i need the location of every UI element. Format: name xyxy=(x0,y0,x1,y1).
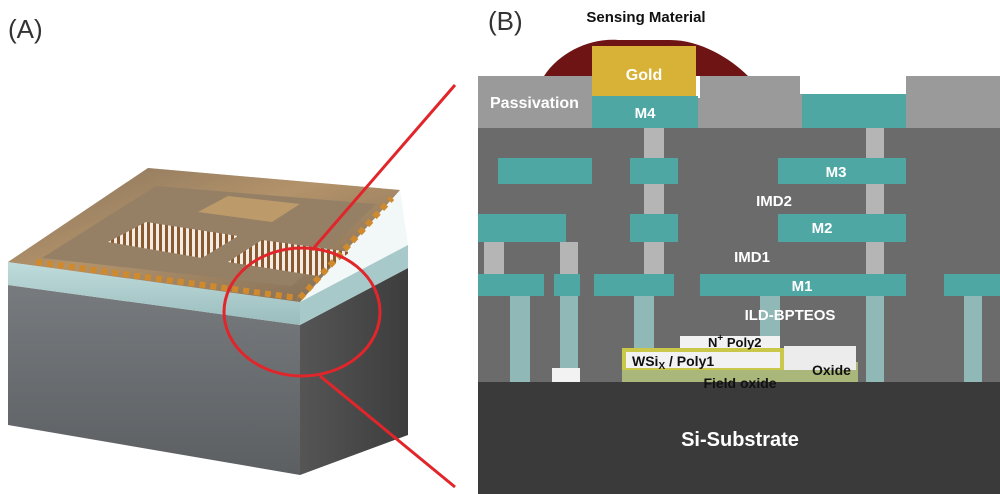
contact-5 xyxy=(866,296,884,382)
imd2-label: IMD2 xyxy=(756,193,792,210)
via-m2-m1-a xyxy=(484,242,504,274)
m1-segment-1 xyxy=(478,274,544,296)
m3-label: M3 xyxy=(826,164,847,181)
panel-a-label: (A) xyxy=(8,14,43,44)
m3-segment-1 xyxy=(498,158,592,184)
oxide-label: Oxide xyxy=(812,362,851,378)
circuit-block xyxy=(198,196,300,222)
panel-b-label: (B) xyxy=(488,6,523,36)
contact-6 xyxy=(964,296,982,382)
m2-segment-1 xyxy=(478,214,566,242)
wsix-sub: X xyxy=(658,361,665,372)
sensing-material-label: Sensing Material xyxy=(586,9,705,26)
callout-line-bottom xyxy=(319,374,456,489)
glass-layer-front xyxy=(8,262,300,325)
via-m2-m1-b xyxy=(560,242,578,274)
gold-label: Gold xyxy=(626,67,662,84)
contact-1 xyxy=(510,296,530,382)
passivation-label: Passivation xyxy=(490,95,579,112)
callout-ellipse xyxy=(222,246,382,378)
via-m2-m1-d xyxy=(866,242,884,274)
m4-label: M4 xyxy=(635,105,656,122)
si-substrate xyxy=(478,382,1000,494)
callout-line-top xyxy=(310,84,457,251)
chip-block-side xyxy=(300,268,408,475)
m1-segment-3 xyxy=(594,274,674,296)
m1-segment-4 xyxy=(700,274,906,296)
m3-segment-3 xyxy=(778,158,906,184)
substrate-label: Si-Substrate xyxy=(681,429,799,451)
contact-2 xyxy=(560,296,578,368)
m1-segment-2 xyxy=(554,274,580,296)
m2-segment-3 xyxy=(778,214,906,242)
n-plus-poly2 xyxy=(680,336,780,348)
poly2-suffix: Poly2 xyxy=(723,335,761,350)
via-m2-m1-c xyxy=(644,242,664,274)
m2-label: M2 xyxy=(812,220,833,237)
passivation-recess-mid xyxy=(800,76,906,94)
chip-pad-row xyxy=(35,259,299,301)
contact-3 xyxy=(634,296,654,350)
glass-layer-side xyxy=(300,245,408,325)
field-oxide-label: Field oxide xyxy=(703,375,776,391)
via-m3-m2-left xyxy=(644,184,664,214)
contact-4 xyxy=(760,296,780,338)
m3-segment-2 xyxy=(630,158,678,184)
poly2-label: N+ Poly2 xyxy=(708,333,762,350)
panel-b-cross-section: (B) xyxy=(478,6,1000,494)
imd1-label: IMD1 xyxy=(734,249,770,266)
via-m4-m3-left xyxy=(644,128,664,158)
oxide-layer xyxy=(784,346,856,370)
panel-a-chip-illustration: (A) xyxy=(8,14,457,489)
m1-segment-5 xyxy=(944,274,1000,296)
gold-pad xyxy=(592,46,696,98)
m4-left xyxy=(592,96,698,128)
wsix-label: WSiX / Poly1 xyxy=(632,353,714,372)
wsix-base: WSi xyxy=(632,353,658,369)
diffusion-contact xyxy=(552,368,580,382)
via-m4-m3-right xyxy=(866,128,884,158)
m4-right xyxy=(802,94,906,128)
wsix-poly1 xyxy=(626,352,780,368)
m2-segment-2 xyxy=(630,214,678,242)
ild-label: ILD-BPTEOS xyxy=(745,307,836,324)
poly2-prefix: N xyxy=(708,335,717,350)
m1-label: M1 xyxy=(792,278,813,295)
poly2-sup: + xyxy=(717,333,723,344)
passivation-layer xyxy=(478,76,1000,128)
wsix-suffix: / Poly1 xyxy=(665,353,714,369)
chip-pad-column xyxy=(297,195,395,301)
via-m3-m2-right xyxy=(866,184,884,214)
circuit-stripes-left xyxy=(108,222,238,258)
